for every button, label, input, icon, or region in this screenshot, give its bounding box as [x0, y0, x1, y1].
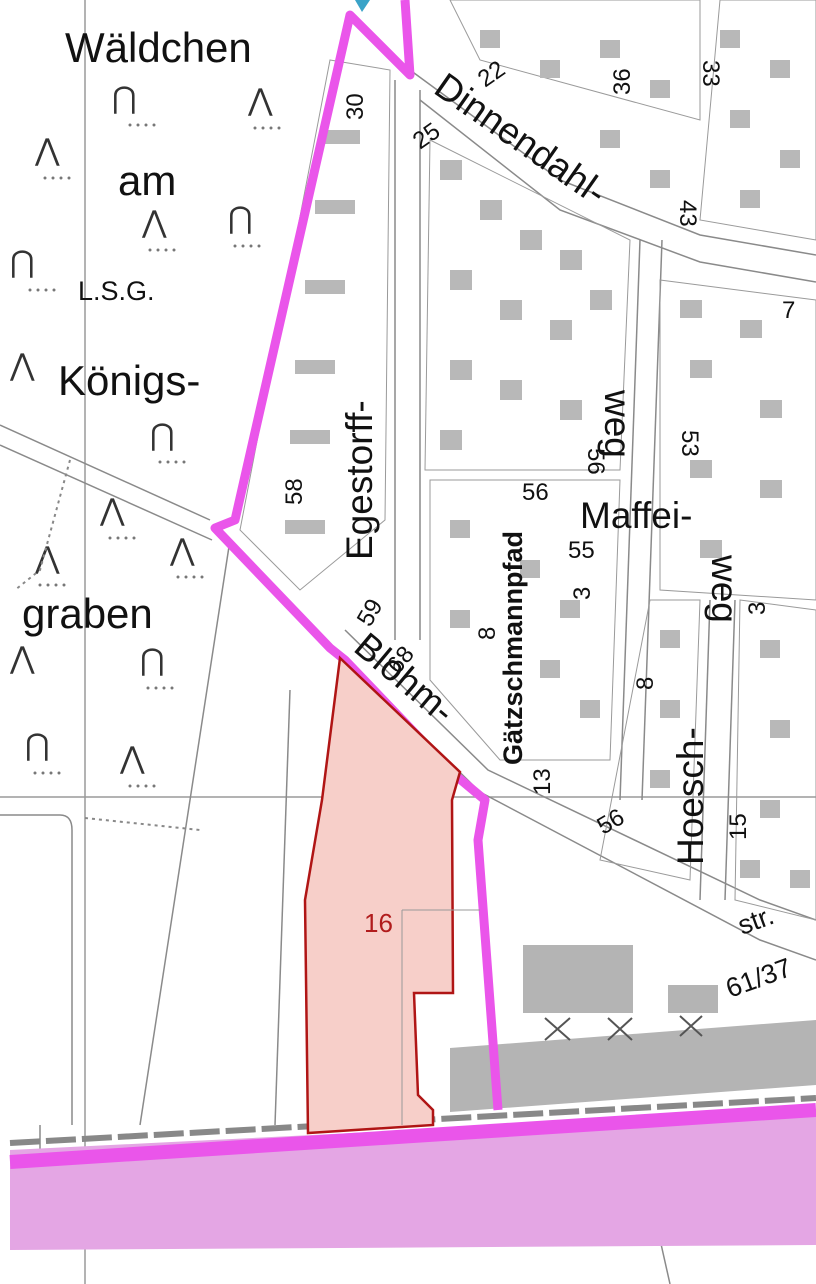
house-number: 58: [281, 478, 308, 505]
forest-label-lsg: L.S.G.: [78, 276, 155, 306]
street-label-egestorff: Egestorff-: [339, 400, 380, 560]
buildings: [285, 30, 810, 888]
forest-label-4: graben: [22, 590, 153, 637]
tree-symbol-conifer: ⋀: [34, 541, 60, 576]
boundary-line: [210, 0, 503, 1111]
symbol-dots: [28, 123, 281, 788]
plan-area-label: 16: [364, 908, 393, 938]
house-number: 15: [725, 813, 752, 840]
tree-symbol-conifer: ⋀: [9, 641, 35, 676]
tree-symbol-deciduous: ⋂: [10, 245, 35, 280]
street-label-weg-2: weg: [704, 554, 745, 623]
path-dotted: [14, 459, 71, 591]
boundary-south: [9, 1103, 816, 1169]
house-number: 53: [676, 430, 703, 457]
tree-symbol-deciduous: ⋂: [150, 418, 175, 453]
tree-symbol-conifer: ⋀: [9, 348, 35, 383]
house-number: 55: [568, 537, 595, 564]
tree-symbol-deciduous: ⋂: [140, 643, 165, 678]
tree-symbol-conifer: ⋀: [247, 83, 273, 118]
house-number: 7: [782, 297, 795, 324]
tree-symbol-deciduous: ⋂: [25, 728, 50, 763]
boundary-marker: [355, 0, 370, 12]
house-number: 56: [522, 479, 549, 506]
forest-symbols: ⋂ ⋀ ⋀ ⋀ ⋂ ⋂ ⋀ ⋂ ⋀ ⋀ ⋀ ⋀ ⋂ ⋂ ⋀: [9, 81, 273, 776]
house-number: 56: [582, 448, 609, 475]
house-number: 3: [744, 602, 771, 615]
house-number: 3: [569, 587, 596, 600]
industrial-frames: [544, 1015, 703, 1041]
tree-symbol-deciduous: ⋂: [228, 201, 253, 236]
street-label-maffei: Maffei-: [580, 495, 692, 536]
street-label-hoesch: Hoesch-: [670, 727, 711, 865]
tree-symbol-conifer: ⋀: [169, 533, 195, 568]
tree-symbol-conifer: ⋀: [119, 741, 145, 776]
tree-symbol-conifer: ⋀: [99, 493, 125, 528]
house-number: 8: [474, 627, 501, 640]
tree-symbol-conifer: ⋀: [141, 205, 167, 240]
forest-label-3: Königs-: [58, 357, 200, 404]
tree-symbol-deciduous: ⋂: [112, 81, 137, 116]
house-number: 8: [632, 677, 659, 690]
forest-label-2: am: [118, 157, 176, 204]
industrial-buildings: [450, 945, 816, 1112]
forest-label-1: Wäldchen: [65, 24, 252, 71]
tree-symbol-conifer: ⋀: [34, 133, 60, 168]
house-number: 33: [697, 60, 724, 87]
street-label-weg-1: weg: [597, 389, 638, 458]
house-number: 36: [609, 68, 636, 95]
street-label-gaetzschmannpfad: Gätzschmannpfad: [498, 531, 528, 765]
house-number: 30: [342, 93, 369, 120]
house-number: 13: [529, 768, 556, 795]
plan-area-16: [303, 655, 462, 1135]
house-number: 43: [674, 200, 701, 227]
